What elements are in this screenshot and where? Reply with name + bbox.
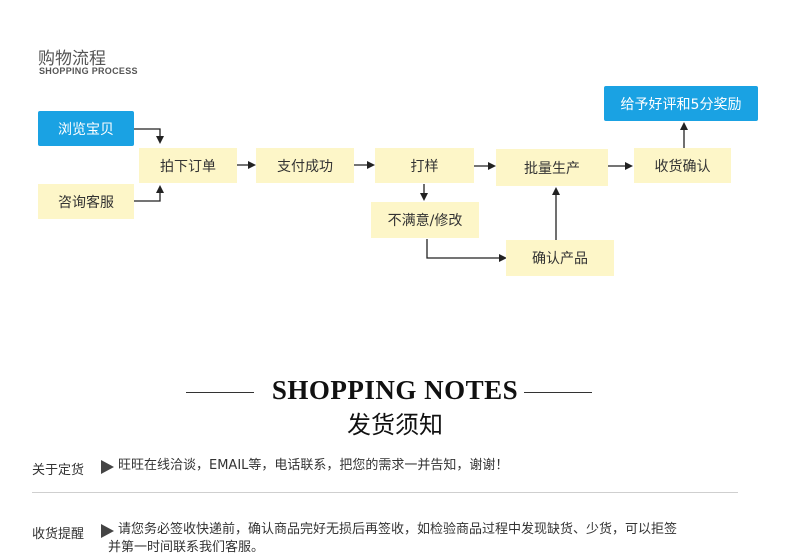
step-receive: 收货确认 bbox=[634, 148, 731, 183]
step-order: 拍下订单 bbox=[139, 148, 237, 183]
step-pay: 支付成功 bbox=[256, 148, 354, 183]
notes-title-cn: 发货须知 bbox=[347, 411, 443, 439]
notes-row-text: 旺旺在线洽谈，EMAIL等，电话联系，把您的需求一并告知，谢谢！ bbox=[118, 458, 509, 473]
step-mass-production: 批量生产 bbox=[496, 149, 608, 186]
step-consult: 咨询客服 bbox=[38, 184, 134, 219]
arrow-down-icon bbox=[134, 128, 164, 144]
triangle-bullet-icon bbox=[101, 524, 114, 538]
step-unsatisfied: 不满意/修改 bbox=[371, 202, 479, 238]
notes-row-label: 收货提醒 bbox=[32, 527, 85, 542]
process-title: 购物流程 bbox=[38, 49, 106, 69]
process-subtitle: SHOPPING PROCESS bbox=[39, 66, 138, 76]
notes-title-en: SHOPPING NOTES bbox=[271, 375, 519, 405]
notes-row-text-continued: 并第一时间联系我们客服。 bbox=[108, 540, 265, 555]
step-sample: 打样 bbox=[375, 148, 474, 183]
triangle-bullet-icon bbox=[101, 460, 114, 474]
notes-divider bbox=[32, 492, 738, 493]
notes-row-label: 关于定货 bbox=[32, 463, 85, 478]
arrow-up-icon bbox=[134, 185, 164, 202]
step-review: 给予好评和5分奖励 bbox=[604, 86, 758, 121]
notes-rule-right bbox=[524, 392, 592, 393]
step-browse: 浏览宝贝 bbox=[38, 111, 134, 146]
arrow-right-icon bbox=[426, 239, 507, 262]
notes-rule-left bbox=[186, 392, 254, 393]
step-confirm-product: 确认产品 bbox=[506, 240, 614, 276]
notes-row-text: 请您务必签收快递前，确认商品完好无损后再签收，如检验商品过程中发现缺货、少货，可… bbox=[118, 522, 678, 537]
